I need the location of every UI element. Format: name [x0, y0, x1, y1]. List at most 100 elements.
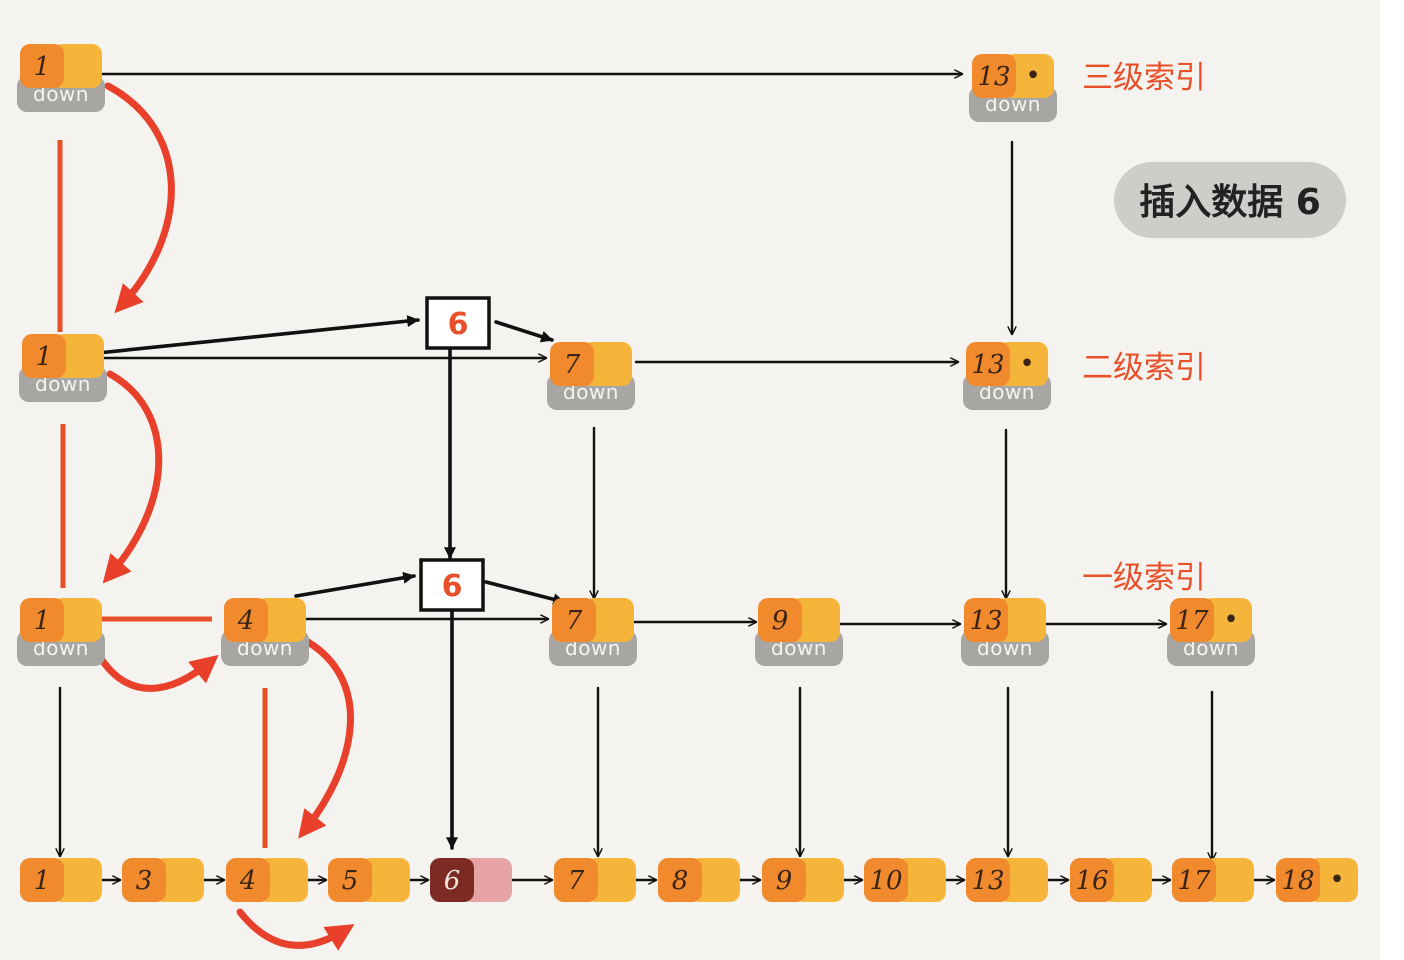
node-value-box [122, 858, 166, 902]
base-node: 16 [1070, 858, 1152, 902]
node-value: 13 [971, 866, 1004, 896]
pointer-arrow [484, 580, 566, 606]
search-path [57, 82, 355, 951]
base-node: 4 [226, 858, 308, 902]
base-node: 10 [864, 858, 946, 902]
node-value-box [226, 858, 270, 902]
node-value-box [964, 598, 1008, 642]
node-value: 1 [34, 606, 51, 636]
node-value-box [20, 598, 64, 642]
node-value-box [864, 858, 908, 902]
next-pointer-box [54, 334, 104, 378]
node-value: 5 [342, 866, 359, 896]
node-value: 17 [1177, 866, 1211, 896]
node-value-box [552, 598, 596, 642]
node-value-box [658, 858, 702, 902]
next-pointer-box [794, 858, 844, 902]
node-value-box [20, 44, 64, 88]
badge-text: 插入数据 6 [1139, 182, 1321, 223]
null-marker: • [1329, 865, 1344, 895]
next-pointer-box [1308, 858, 1358, 902]
node-value-box [758, 598, 802, 642]
node-value-box [20, 858, 64, 902]
node-value: 1 [36, 342, 53, 372]
node-value: 17 [1175, 606, 1209, 636]
inserted-index-box [419, 558, 485, 612]
null-marker: • [1223, 605, 1238, 635]
node-value: 7 [568, 866, 585, 896]
base-node: 7 [554, 858, 636, 902]
node-value: 3 [136, 866, 153, 896]
next-pointer-box [896, 858, 946, 902]
pointer-arrow [494, 320, 554, 343]
node-value: 4 [239, 866, 257, 896]
search-path-arrow [298, 638, 354, 839]
node-value-box [1070, 858, 1114, 902]
search-path-arrow [102, 370, 163, 584]
node-value: 4 [237, 606, 255, 636]
next-pointer-box [584, 598, 634, 642]
base-node: 9 [762, 858, 844, 902]
node-value: 13 [969, 606, 1002, 636]
base-node: 17 [1172, 858, 1254, 902]
badge-background [1114, 162, 1346, 238]
node-layer: down1down13•down1down7down13•down1down4d… [17, 44, 1358, 902]
next-pointer-box [258, 858, 308, 902]
next-pointer-box [1204, 858, 1254, 902]
next-pointer-box [586, 858, 636, 902]
node-value: 6 [444, 866, 461, 896]
inserted-index-box [425, 296, 491, 350]
node-value: 8 [672, 866, 689, 896]
null-marker: • [1025, 61, 1040, 91]
inserted-index-value: 6 [448, 307, 469, 342]
next-pointer-box [1004, 54, 1054, 98]
node-value-box [430, 858, 474, 902]
node-value: 10 [869, 866, 902, 896]
base-node: 8 [658, 858, 740, 902]
inserted-index-node: 6 [419, 558, 485, 612]
insert-data-badge: 插入数据 6 [1114, 162, 1346, 238]
node-value: 13 [971, 350, 1004, 380]
inserted-index-value: 6 [442, 569, 463, 604]
next-pointer-box [52, 858, 102, 902]
base-node: 5 [328, 858, 410, 902]
next-pointer-box [998, 342, 1048, 386]
next-pointer-box [998, 858, 1048, 902]
next-pointer-box [256, 598, 306, 642]
level-label-level3: 三级索引 [1082, 60, 1206, 96]
node-value-box [966, 858, 1010, 902]
base-node: 18 • [1276, 858, 1358, 902]
search-path-arrow [104, 82, 175, 314]
node-value-box [328, 858, 372, 902]
next-pointer-box [360, 858, 410, 902]
next-pointer-box [52, 44, 102, 88]
pointer-arrows [60, 74, 1276, 880]
next-pointer-box [52, 598, 102, 642]
next-pointer-box [154, 858, 204, 902]
level-label-level1: 一级索引 [1082, 560, 1206, 596]
pointer-arrow [294, 571, 416, 598]
node-value-box [22, 334, 66, 378]
node-value: 9 [772, 606, 789, 636]
next-pointer-box [1102, 858, 1152, 902]
pointer-arrow [86, 315, 420, 356]
node-value-box [972, 54, 1016, 98]
node-value-box [966, 342, 1010, 386]
node-value-box [224, 598, 268, 642]
node-value-box [1170, 598, 1214, 642]
node-value-box [762, 858, 806, 902]
next-pointer-box [790, 598, 840, 642]
node-value: 18 [1281, 866, 1314, 896]
next-pointer-box [690, 858, 740, 902]
